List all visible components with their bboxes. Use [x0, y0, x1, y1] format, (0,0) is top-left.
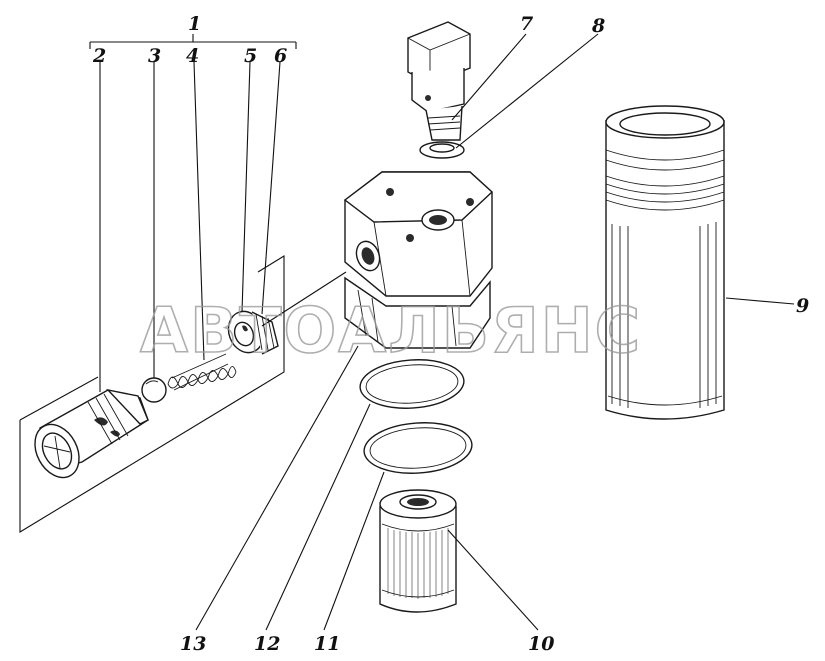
callout-1: 1 [188, 13, 201, 35]
valve-ball [141, 377, 167, 403]
filter-cup [605, 105, 725, 420]
callout-8: 8 [591, 15, 605, 37]
valve-plunger [34, 388, 149, 479]
group-bracket [89, 34, 297, 49]
leader-lines [99, 33, 795, 631]
watermark-text: АВТОАЛЬЯНС [140, 294, 642, 367]
callout-10: 10 [528, 633, 554, 655]
sealing-washer [419, 141, 465, 159]
callout-2: 2 [92, 45, 106, 67]
callout-4: 4 [186, 45, 199, 67]
o-ring-lower [363, 422, 473, 474]
valve-assembly-frame [19, 255, 285, 533]
callout-13: 13 [180, 633, 206, 655]
callout-3: 3 [148, 45, 161, 67]
valve-spring [167, 353, 237, 391]
filter-head [343, 171, 494, 349]
callout-7: 7 [520, 13, 533, 35]
callout-9: 9 [796, 295, 809, 317]
callout-5: 5 [244, 45, 257, 67]
o-ring-upper [359, 359, 465, 409]
callout-11: 11 [314, 633, 340, 655]
pressure-sensor [407, 21, 471, 141]
callout-labels: 1 2 3 4 5 6 7 8 9 10 11 12 13 [92, 13, 809, 655]
filter-element [379, 489, 457, 613]
callout-6: 6 [274, 45, 287, 67]
threaded-plug [227, 310, 279, 355]
callout-12: 12 [254, 633, 280, 655]
